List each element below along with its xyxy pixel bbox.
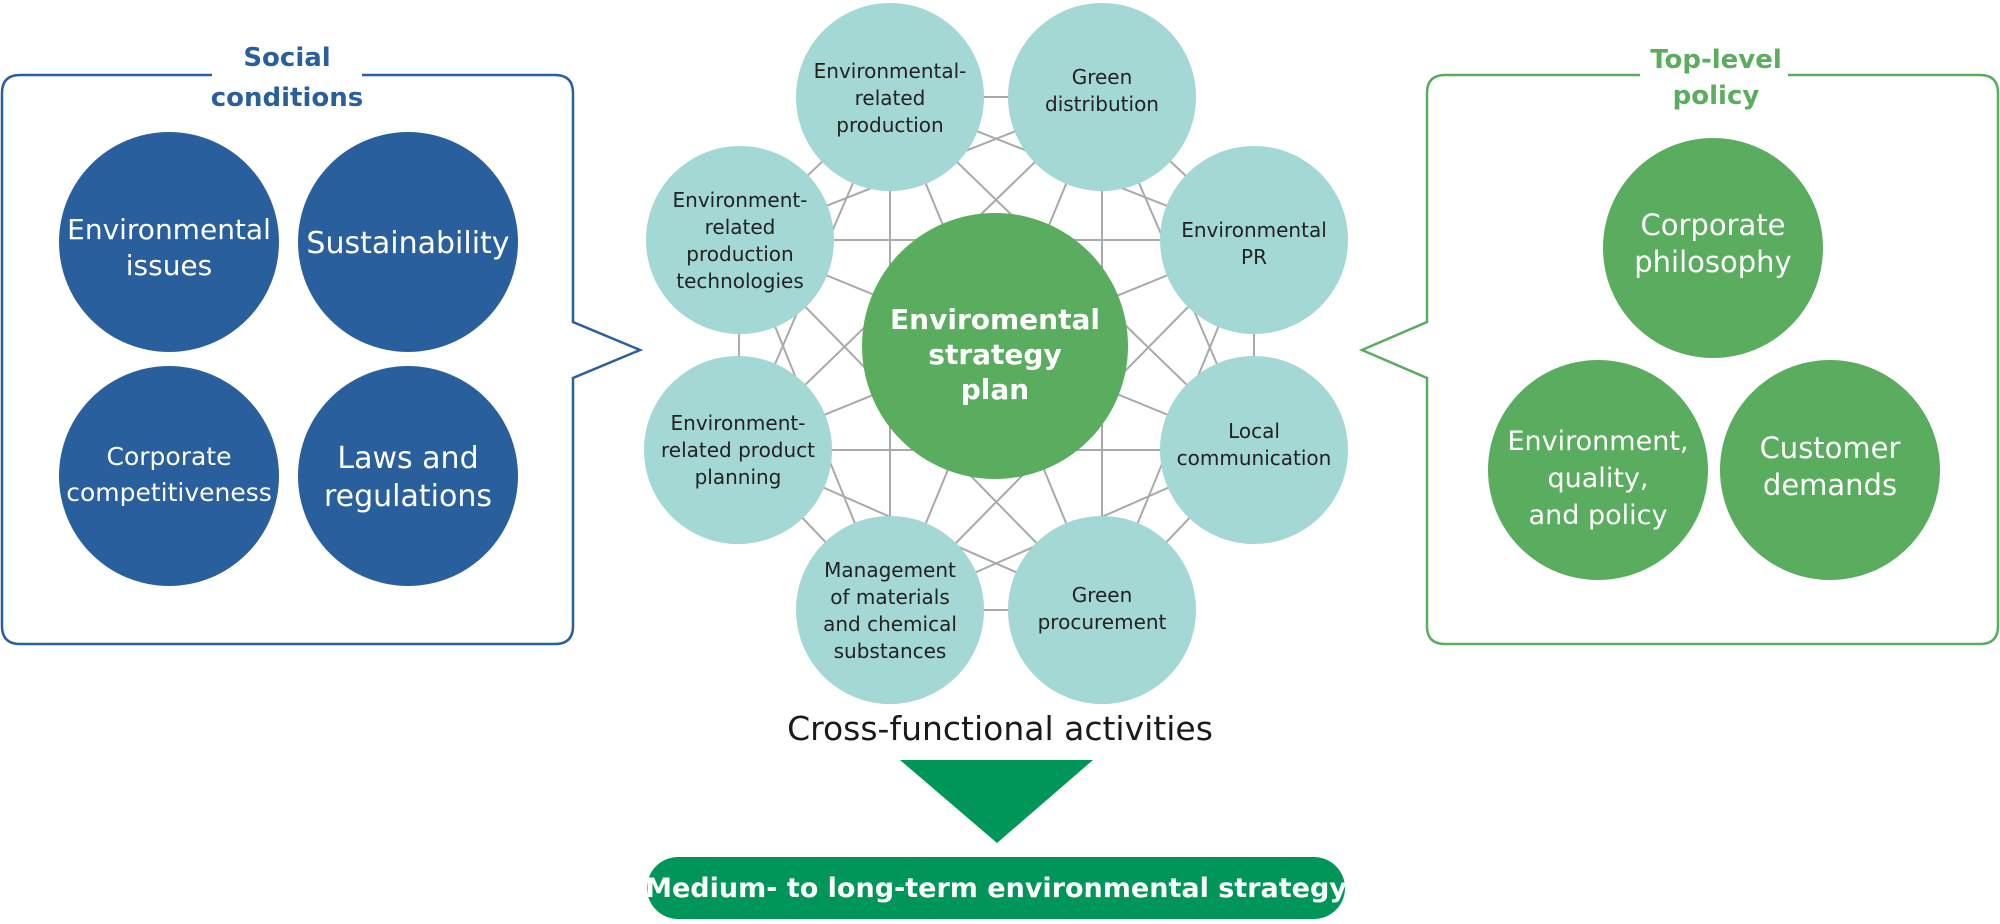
policy-item-label: Customer — [1760, 431, 1901, 465]
activity-label: and chemical — [823, 612, 957, 636]
policy-item-label: and policy — [1529, 500, 1668, 531]
activity-label: distribution — [1045, 92, 1159, 116]
center-strategy-plan: Enviromental strategy plan — [862, 213, 1128, 479]
activity-green-procurement: Green procurement — [1008, 516, 1196, 704]
activity-label: Local — [1228, 419, 1280, 443]
activity-label: communication — [1177, 446, 1332, 470]
activity-environment-related-product-planning: Environment- related product planning — [644, 356, 832, 544]
activity-label: related — [855, 86, 926, 110]
center-label: Enviromental — [890, 303, 1100, 336]
policy-item-label: Environment, — [1508, 426, 1689, 457]
activity-label: Environmental- — [814, 59, 967, 83]
social-item-laws-and-regulations: Laws and regulations — [298, 366, 518, 586]
activity-label: Environmental — [1181, 218, 1327, 242]
social-item-label: Corporate — [107, 442, 232, 471]
top-level-policy-callout — [1358, 73, 2000, 646]
activity-label: production — [686, 242, 793, 266]
top-level-policy-title-line-2: policy — [1673, 81, 1760, 111]
down-arrow — [900, 760, 1093, 843]
social-item-label: Sustainability — [306, 226, 509, 261]
activity-label: Green — [1072, 583, 1133, 607]
policy-item-label: quality, — [1548, 463, 1649, 494]
policy-item-customer-demands: Customer demands — [1720, 360, 1940, 580]
result-label: Medium- to long-term environmental strat… — [645, 873, 1347, 904]
social-item-label: Environmental — [67, 213, 271, 246]
activity-label: Green — [1072, 65, 1133, 89]
policy-item-label: Corporate — [1641, 208, 1786, 242]
policy-item-corporate-philosophy: Corporate philosophy — [1603, 138, 1823, 358]
activity-environment-related-production-technologies: Environment- related production technolo… — [646, 146, 834, 334]
activity-label: PR — [1241, 245, 1267, 269]
social-item-corporate-competitiveness: Corporate competitiveness — [59, 366, 279, 586]
activity-label: procurement — [1038, 610, 1167, 634]
top-level-policy-title: Top-level policy — [1650, 45, 1782, 111]
activity-environmental-related-production: Environmental- related production — [796, 3, 984, 191]
activity-local-communication: Local communication — [1160, 356, 1348, 544]
activity-label: production — [836, 113, 943, 137]
center-label: strategy — [928, 338, 1061, 371]
social-item-label: regulations — [324, 479, 492, 514]
social-conditions-title-line-1: Social — [243, 43, 330, 73]
top-level-policy-title-line-1: Top-level — [1650, 45, 1782, 75]
policy-item-label: demands — [1763, 468, 1897, 502]
social-conditions-callout — [0, 73, 644, 646]
result-pill: Medium- to long-term environmental strat… — [645, 857, 1347, 919]
activity-management-of-materials: Management of materials and chemical sub… — [796, 516, 984, 704]
social-item-label: Laws and — [337, 441, 478, 476]
activity-label: related — [705, 215, 776, 239]
activity-label: planning — [695, 465, 782, 489]
activity-green-distribution: Green distribution — [1008, 3, 1196, 191]
activity-label: technologies — [676, 269, 804, 293]
social-item-sustainability: Sustainability — [298, 132, 518, 352]
social-item-environmental-issues: Environmental issues — [59, 132, 279, 352]
activity-label: related product — [661, 438, 815, 462]
social-item-label: competitiveness — [66, 478, 272, 507]
activity-label: of materials — [830, 585, 950, 609]
social-conditions-title: Social conditions — [211, 43, 364, 113]
activity-label: Management — [824, 558, 956, 582]
cross-functional-activities-label: Cross-functional activities — [787, 709, 1213, 748]
social-conditions-title-line-2: conditions — [211, 83, 364, 113]
policy-item-label: philosophy — [1634, 245, 1791, 279]
activity-label: Environment- — [673, 188, 808, 212]
social-item-label: issues — [126, 249, 213, 282]
policy-item-environment-quality-policy: Environment, quality, and policy — [1488, 360, 1708, 580]
activity-label: Environment- — [671, 411, 806, 435]
activity-label: substances — [834, 639, 947, 663]
activity-environmental-pr: Environmental PR — [1160, 146, 1348, 334]
center-label: plan — [961, 373, 1029, 406]
